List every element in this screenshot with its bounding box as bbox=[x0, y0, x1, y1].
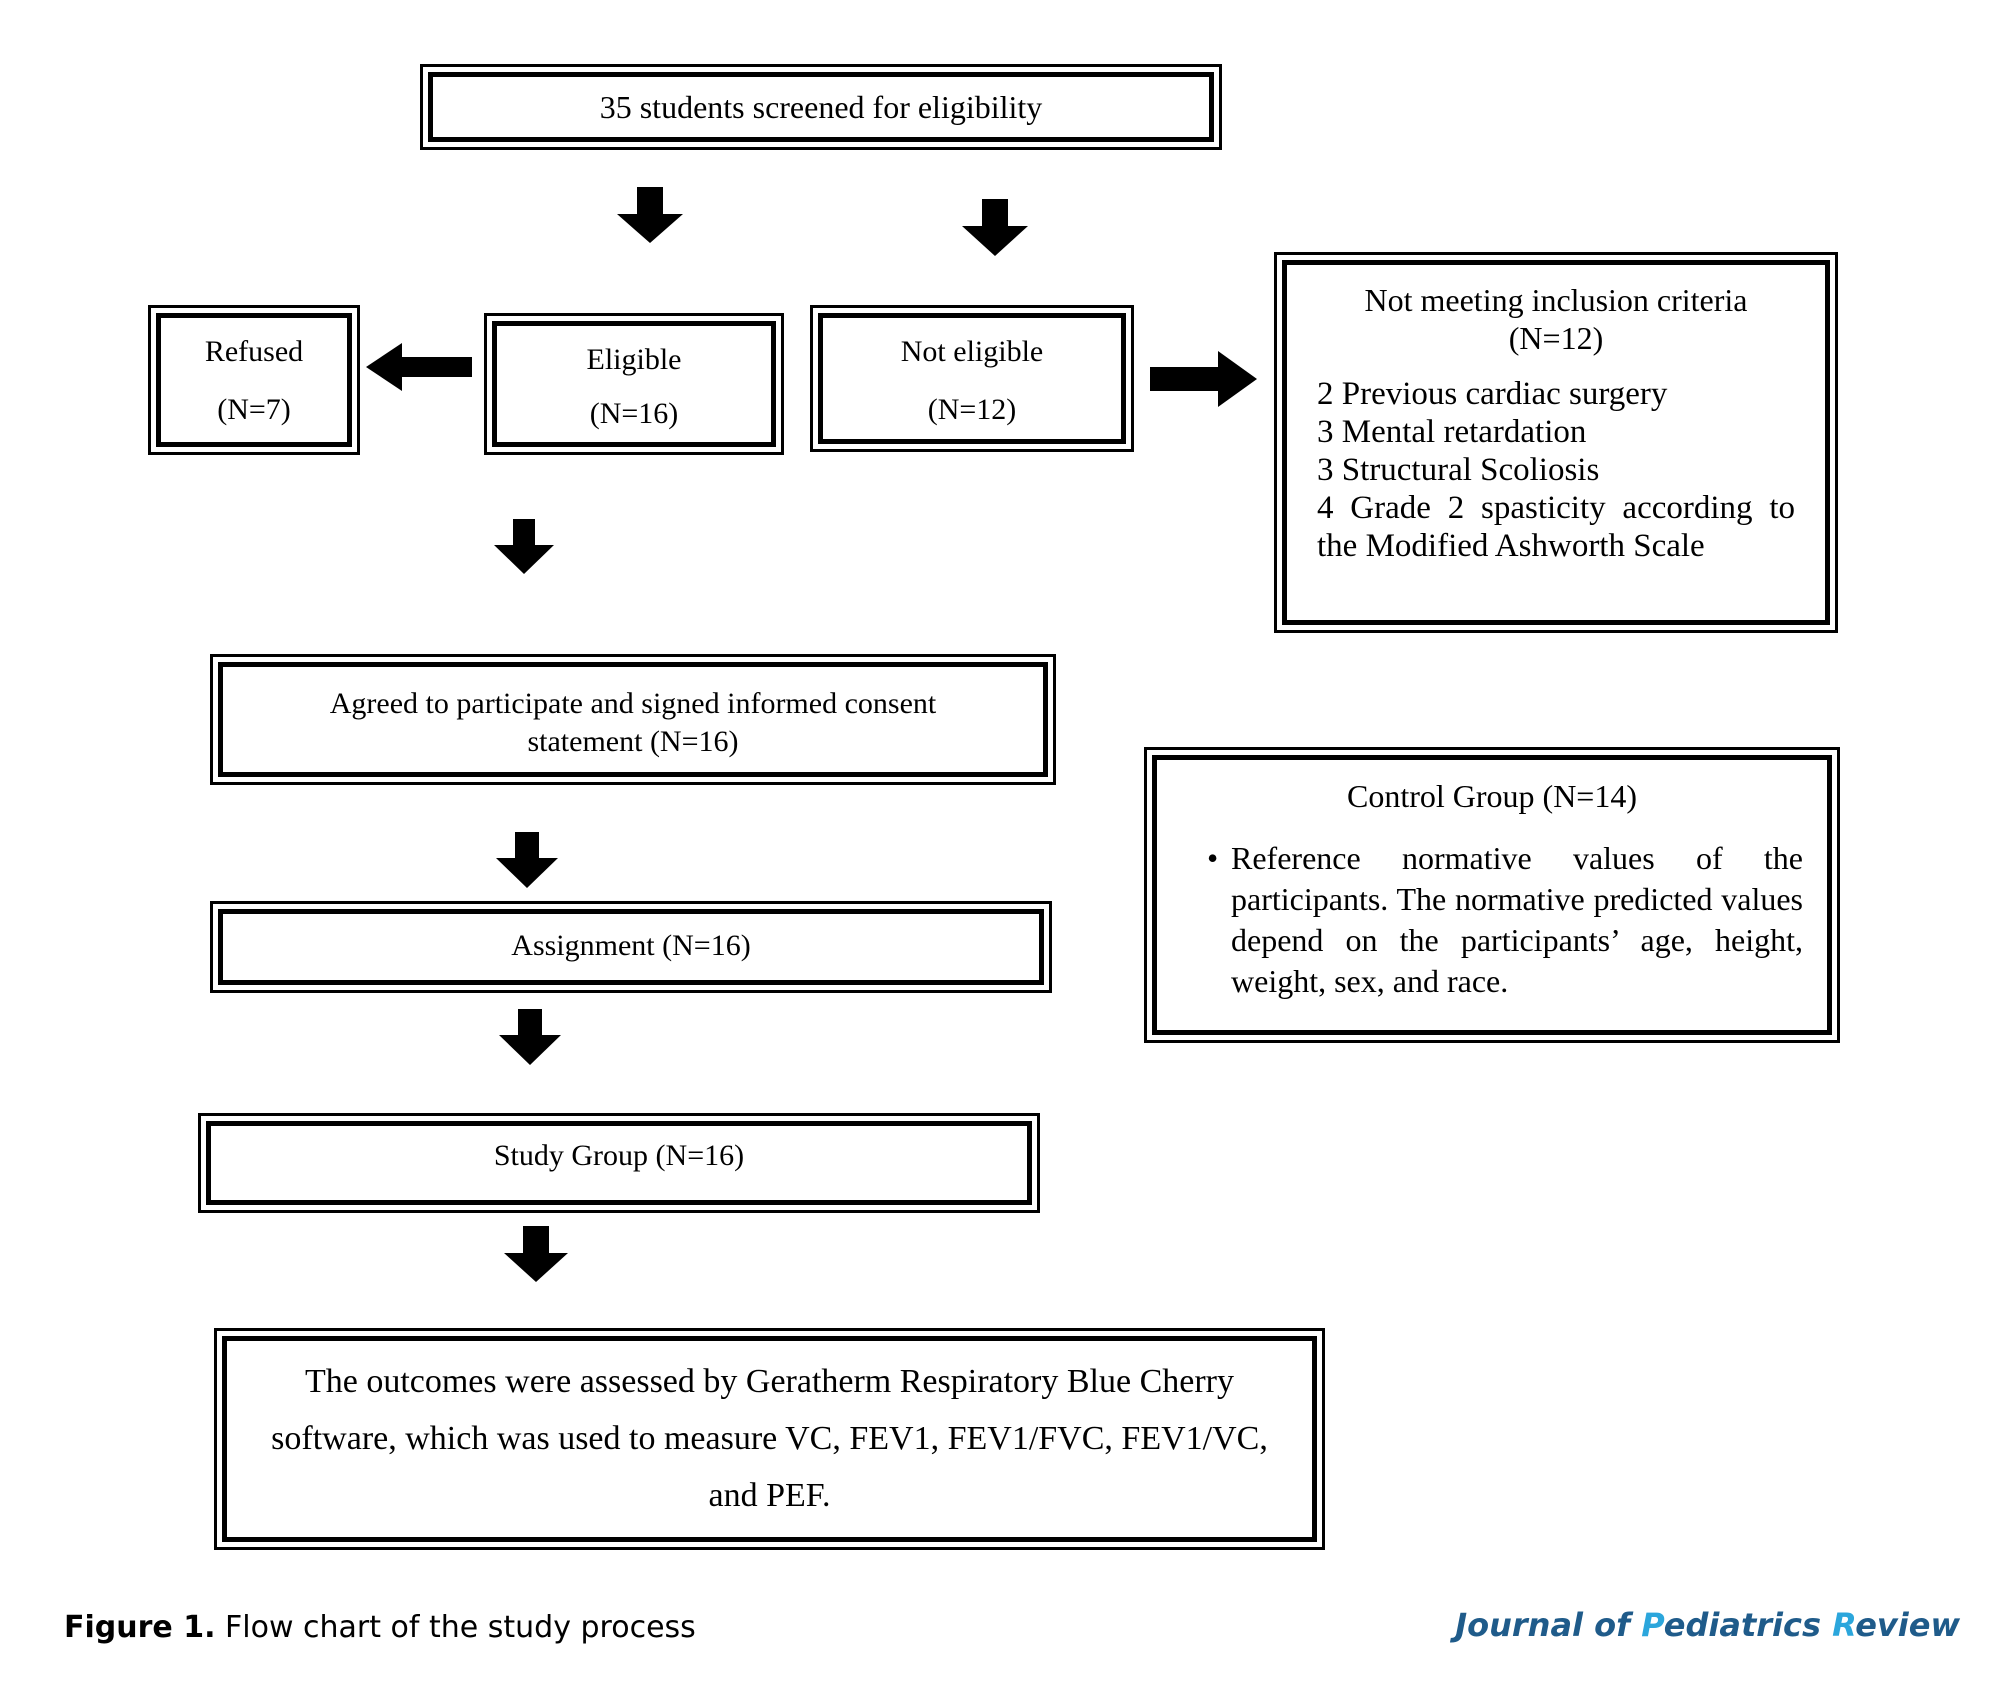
journal-logo-part: R bbox=[1832, 1606, 1856, 1644]
figure-caption: Figure 1. Flow chart of the study proces… bbox=[64, 1610, 696, 1645]
caption-label: Figure 1. bbox=[64, 1610, 216, 1645]
not-eligible-box: Not eligible (N=12) bbox=[810, 305, 1134, 452]
arrow-down-agreed-assignment bbox=[496, 832, 558, 888]
agreed-text: Agreed to participate and signed informe… bbox=[329, 687, 937, 758]
arrow-down-screened-not-eligible bbox=[962, 199, 1028, 256]
criteria-list: 2 Previous cardiac surgery 3 Mental reta… bbox=[1317, 375, 1795, 565]
outcomes-text: The outcomes were assessed by Geratherm … bbox=[271, 1363, 1268, 1514]
not-eligible-count: (N=12) bbox=[927, 393, 1017, 426]
journal-logo-part: eview bbox=[1855, 1606, 1960, 1644]
not-meeting-title: Not meeting inclusion criteria bbox=[1364, 282, 1748, 318]
screened-text: 35 students screened for eligibility bbox=[599, 89, 1043, 125]
journal-logo-part: P bbox=[1641, 1606, 1664, 1644]
not-eligible-title: Not eligible bbox=[900, 335, 1044, 368]
criteria-item: 4 Grade 2 spasticity according to the Mo… bbox=[1317, 490, 1795, 564]
criteria-item: 3 Structural Scoliosis bbox=[1317, 452, 1600, 488]
caption-text: Flow chart of the study process bbox=[225, 1610, 696, 1645]
refused-box: Refused (N=7) bbox=[148, 305, 360, 455]
arrow-down-assignment-study bbox=[499, 1009, 561, 1065]
journal-logo-part: Journal of bbox=[1455, 1606, 1642, 1644]
eligible-count: (N=16) bbox=[589, 397, 679, 430]
refused-title: Refused bbox=[204, 335, 304, 368]
arrow-left-eligible-refused bbox=[366, 343, 472, 391]
criteria-item: 2 Previous cardiac surgery bbox=[1317, 376, 1668, 412]
assignment-text: Assignment (N=16) bbox=[511, 929, 751, 962]
criteria-item: 3 Mental retardation bbox=[1317, 414, 1587, 450]
journal-logo-part: ediatrics bbox=[1663, 1606, 1833, 1644]
control-group-bullet: Reference normative values of the partic… bbox=[1207, 838, 1803, 1002]
arrow-right-not-eligible-criteria bbox=[1150, 351, 1257, 407]
arrow-down-study-outcomes bbox=[504, 1226, 568, 1282]
control-group-title: Control Group (N=14) bbox=[1346, 778, 1637, 814]
study-group-box: Study Group (N=16) bbox=[198, 1113, 1040, 1213]
screened-box: 35 students screened for eligibility bbox=[420, 64, 1222, 150]
journal-logo: Journal of Pediatrics Review bbox=[1455, 1606, 1960, 1644]
assignment-box: Assignment (N=16) bbox=[210, 901, 1052, 993]
outcomes-box: The outcomes were assessed by Geratherm … bbox=[214, 1328, 1325, 1550]
eligible-title: Eligible bbox=[586, 343, 682, 376]
not-meeting-criteria-box: Not meeting inclusion criteria (N=12) 2 … bbox=[1274, 252, 1838, 633]
study-group-text: Study Group (N=16) bbox=[493, 1139, 745, 1172]
refused-count: (N=7) bbox=[217, 393, 291, 426]
not-meeting-count: (N=12) bbox=[1508, 320, 1604, 356]
control-group-box: Control Group (N=14) Reference normative… bbox=[1144, 747, 1840, 1043]
arrow-down-screened-eligible bbox=[617, 187, 683, 243]
eligible-box: Eligible (N=16) bbox=[484, 313, 784, 455]
agreed-box: Agreed to participate and signed informe… bbox=[210, 654, 1056, 785]
arrow-down-eligible-agreed bbox=[494, 519, 554, 574]
